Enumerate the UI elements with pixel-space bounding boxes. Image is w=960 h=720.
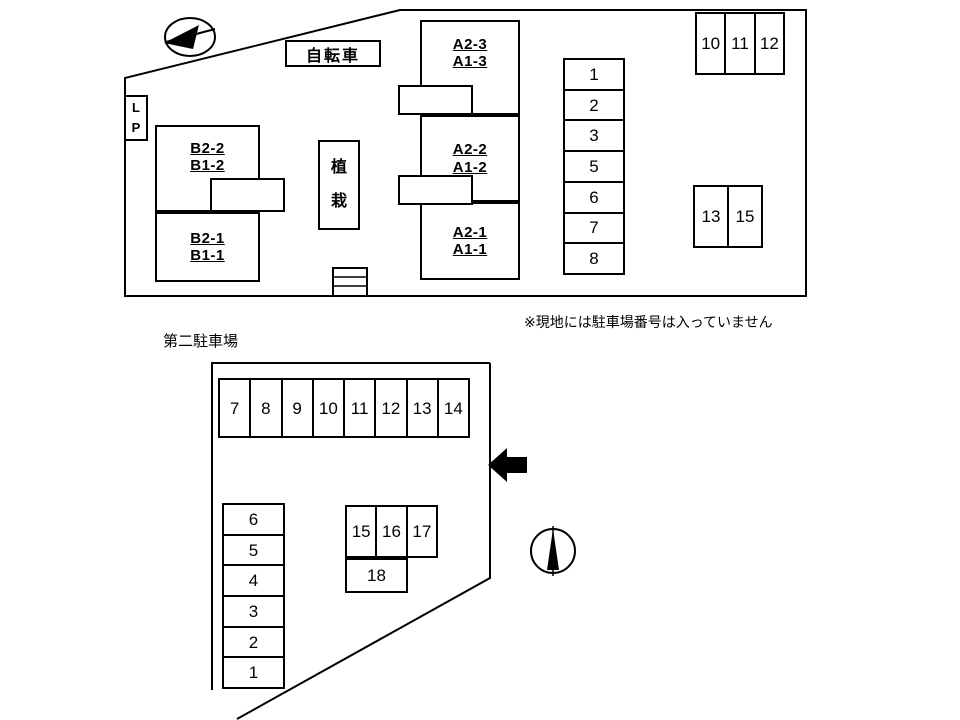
parking-space: 8 <box>249 380 280 436</box>
north-arrow-icon <box>164 25 199 49</box>
building-label: A1-2 <box>452 158 488 176</box>
north-arrow-circle <box>164 17 216 57</box>
building-label: B1-2 <box>190 157 225 175</box>
parking-space: 2 <box>224 625 283 657</box>
parking-row-second-top: 7 8 9 10 11 12 13 14 <box>218 378 470 438</box>
parking-space: 1 <box>224 656 283 687</box>
parking-space: 13 <box>405 380 437 436</box>
bicycle-label: 自転車 <box>305 47 360 65</box>
parking-space: 15 <box>727 187 761 246</box>
planting-label: 植 栽 <box>330 159 347 210</box>
bicycle-area: 自転車 <box>285 40 381 67</box>
building-label: A1-3 <box>452 53 488 71</box>
north-arrow-line <box>165 28 216 43</box>
parking-row-10-12: 10 11 12 <box>695 12 785 75</box>
parking-space: 9 <box>280 380 312 436</box>
parking-row-15-17: 15 16 17 <box>345 505 438 558</box>
parking-space: 13 <box>701 207 721 226</box>
building-label: B1-1 <box>190 247 225 264</box>
parking-column-top: 1 2 3 5 6 7 8 <box>563 58 625 275</box>
parking-space-18: 18 <box>345 558 408 593</box>
parking-space: 5 <box>224 533 283 565</box>
building-label: A2-1 <box>452 223 488 241</box>
building-entrance <box>210 178 285 212</box>
parking-space: 8 <box>565 242 623 273</box>
parking-space: 10 <box>701 34 721 53</box>
lp-box: L P <box>124 95 148 141</box>
parking-space: 5 <box>565 150 623 181</box>
building-label: A2-3 <box>452 36 488 53</box>
building-label: B2-2 <box>190 140 225 157</box>
parking-space: 15 <box>351 522 371 541</box>
building-a-1: A2-1 A1-1 <box>420 202 520 280</box>
parking-space: 14 <box>436 380 468 436</box>
parking-space: 16 <box>375 507 405 556</box>
steps-structure <box>332 267 368 297</box>
parking-space: 3 <box>224 595 283 626</box>
parking-space: 2 <box>565 88 623 120</box>
parking-space: 6 <box>565 180 623 212</box>
building-label: A1-1 <box>452 241 488 258</box>
parking-space: 17 <box>405 507 436 556</box>
parking-space: 12 <box>753 14 783 73</box>
parking-space: 7 <box>229 398 240 418</box>
planting-area: 植 栽 <box>318 140 360 230</box>
site-note: ※現地には駐車場番号は入っていません <box>524 314 773 330</box>
building-entrance <box>398 175 473 205</box>
parking-space: 10 <box>311 380 343 436</box>
parking-space: 1 <box>589 64 599 84</box>
left-arrow-icon <box>488 448 527 482</box>
building-b-1: B2-1 B1-1 <box>155 212 260 282</box>
parking-space: 12 <box>374 380 405 436</box>
parking-space: 7 <box>565 211 623 243</box>
second-lot-title: 第二駐車場 <box>163 333 239 350</box>
parking-space: 4 <box>224 564 283 595</box>
parking-column-second: 6 5 4 3 2 1 <box>222 503 285 689</box>
building-label: B2-1 <box>190 229 225 247</box>
parking-space: 6 <box>248 509 259 529</box>
compass-circle <box>530 528 576 574</box>
lp-label: L P <box>131 99 141 135</box>
parking-space: 18 <box>367 566 386 585</box>
building-label: A2-2 <box>452 141 488 159</box>
parking-space: 11 <box>343 380 374 436</box>
compass-needle-icon <box>547 529 559 570</box>
parking-space: 3 <box>565 119 623 150</box>
building-entrance <box>398 85 473 115</box>
parking-row-13-15: 13 15 <box>693 185 763 248</box>
parking-space: 11 <box>724 14 753 73</box>
